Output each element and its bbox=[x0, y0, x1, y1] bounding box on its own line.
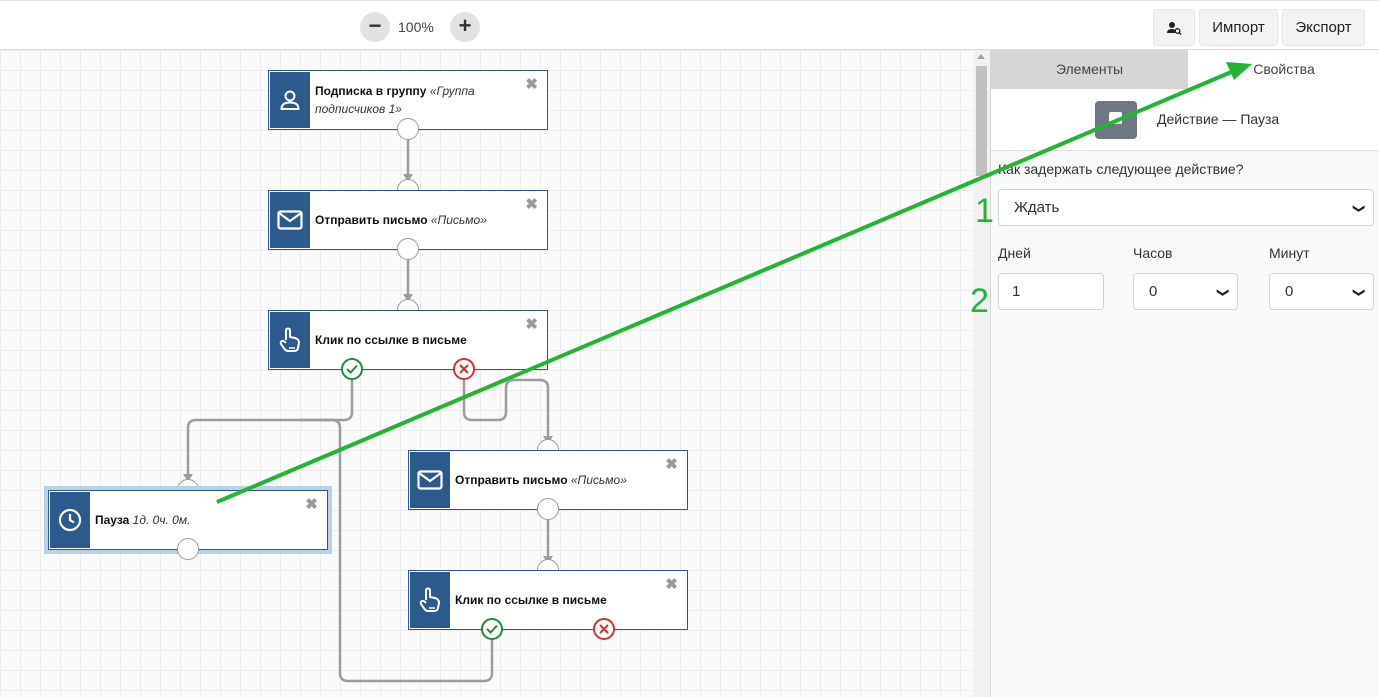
cross-icon bbox=[459, 364, 469, 374]
import-button[interactable]: Импорт bbox=[1199, 9, 1278, 46]
node-icon-box bbox=[270, 192, 310, 248]
node-param: «Письмо» bbox=[430, 213, 487, 227]
annotation-marker-1: 1 bbox=[975, 192, 994, 230]
node-output-port[interactable] bbox=[397, 118, 419, 140]
envelope-icon bbox=[277, 210, 303, 230]
node-title: Клик по ссылке в письме bbox=[455, 593, 607, 607]
no-output-port[interactable] bbox=[593, 618, 615, 640]
scroll-up-icon[interactable] bbox=[977, 54, 985, 59]
node-link-click-2[interactable]: Клик по ссылке в письме ✖ bbox=[408, 570, 688, 630]
envelope-icon bbox=[417, 470, 443, 490]
zoom-out-button[interactable]: − bbox=[360, 12, 390, 42]
close-icon[interactable]: ✖ bbox=[665, 576, 678, 593]
minutes-value: 0 bbox=[1285, 283, 1294, 300]
node-text: Отправить письмо «Письмо» bbox=[315, 191, 523, 249]
panel-header: Действие — Пауза bbox=[991, 89, 1379, 151]
scroll-thumb[interactable] bbox=[976, 66, 987, 176]
minutes-select[interactable]: 0 ❯ bbox=[1269, 273, 1374, 310]
yes-output-port[interactable] bbox=[481, 618, 503, 640]
no-output-port[interactable] bbox=[453, 358, 475, 380]
delay-question-label: Как задержать следующее действие? bbox=[998, 161, 1244, 177]
days-label: Дней bbox=[998, 245, 1031, 261]
node-text: Подписка в группу «Группа подписчиков 1» bbox=[315, 71, 523, 129]
node-title: Клик по ссылке в письме bbox=[315, 333, 467, 347]
chevron-down-icon: ❯ bbox=[1352, 287, 1367, 298]
node-output-port[interactable] bbox=[177, 538, 199, 560]
top-toolbar: − 100% + Импорт Экспорт bbox=[0, 0, 1379, 50]
node-icon-box bbox=[50, 492, 90, 548]
check-icon bbox=[346, 364, 358, 374]
tab-properties[interactable]: Свойства bbox=[1188, 50, 1379, 89]
delay-mode-value: Ждать bbox=[1014, 199, 1060, 216]
tab-elements[interactable]: Элементы bbox=[991, 50, 1188, 89]
action-icon bbox=[1095, 101, 1137, 139]
export-button[interactable]: Экспорт bbox=[1282, 9, 1365, 46]
close-icon[interactable]: ✖ bbox=[525, 196, 538, 213]
canvas-scrollbar[interactable] bbox=[973, 50, 990, 697]
close-icon[interactable]: ✖ bbox=[525, 76, 538, 93]
panel-tabs: Элементы Свойства bbox=[991, 50, 1379, 89]
node-link-click[interactable]: Клик по ссылке в письме ✖ bbox=[268, 310, 548, 370]
user-search-button[interactable] bbox=[1153, 9, 1195, 46]
node-title: Подписка в группу bbox=[315, 84, 427, 98]
yes-output-port[interactable] bbox=[341, 358, 363, 380]
node-param: «Письмо» bbox=[570, 473, 627, 487]
minutes-label: Минут bbox=[1269, 245, 1310, 261]
node-text: Отправить письмо «Письмо» bbox=[455, 451, 663, 509]
check-icon bbox=[486, 624, 498, 634]
user-icon bbox=[280, 90, 300, 110]
node-title: Отправить письмо bbox=[455, 473, 568, 487]
node-icon-box bbox=[270, 72, 310, 128]
close-icon[interactable]: ✖ bbox=[665, 456, 678, 473]
node-text: Пауза 1д. 0ч. 0м. bbox=[95, 491, 303, 549]
user-search-icon bbox=[1167, 22, 1182, 36]
delay-mode-select[interactable]: Ждать ❯ bbox=[998, 189, 1374, 226]
node-text: Клик по ссылке в письме bbox=[455, 571, 663, 629]
panel-header-title: Действие — Пауза bbox=[1157, 111, 1280, 127]
zoom-in-button[interactable]: + bbox=[450, 12, 480, 42]
zoom-level: 100% bbox=[398, 19, 434, 35]
properties-panel: Элементы Свойства Действие — Пауза Как з… bbox=[990, 50, 1379, 697]
chevron-down-icon: ❯ bbox=[1352, 203, 1367, 214]
node-output-port[interactable] bbox=[537, 498, 559, 520]
node-output-port[interactable] bbox=[397, 238, 419, 260]
hours-value: 0 bbox=[1149, 283, 1158, 300]
node-icon-box bbox=[410, 572, 450, 628]
node-title: Отправить письмо bbox=[315, 213, 428, 227]
pointer-hand-icon bbox=[419, 587, 440, 612]
close-icon[interactable]: ✖ bbox=[525, 316, 538, 333]
days-input[interactable]: 1 bbox=[998, 273, 1104, 310]
cross-icon bbox=[599, 624, 609, 634]
node-icon-box bbox=[410, 452, 450, 508]
node-param: 1д. 0ч. 0м. bbox=[132, 513, 191, 527]
hours-select[interactable]: 0 ❯ bbox=[1133, 273, 1238, 310]
node-icon-box bbox=[270, 312, 310, 368]
pointer-hand-icon bbox=[279, 327, 300, 352]
clock-icon bbox=[58, 508, 82, 532]
annotation-marker-2: 2 bbox=[970, 282, 989, 320]
workflow-canvas[interactable]: Подписка в группу «Группа подписчиков 1»… bbox=[0, 50, 973, 697]
node-title: Пауза bbox=[95, 513, 130, 527]
chevron-down-icon: ❯ bbox=[1216, 287, 1231, 298]
hours-label: Часов bbox=[1133, 245, 1173, 261]
close-icon[interactable]: ✖ bbox=[305, 496, 318, 513]
